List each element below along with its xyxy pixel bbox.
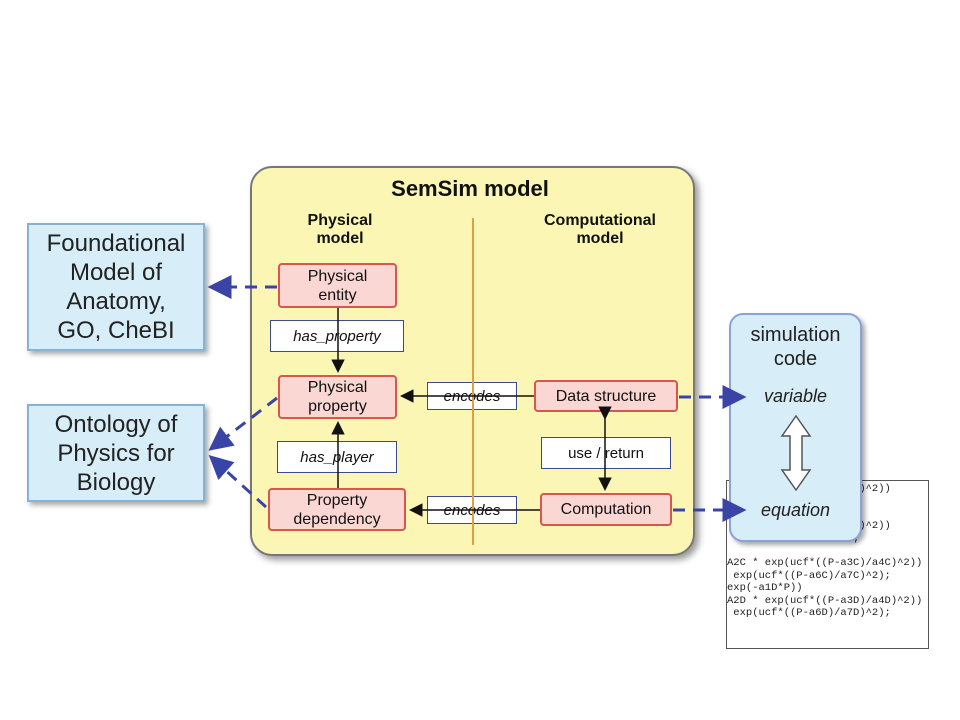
computational-model-heading: Computational model [544,212,656,247]
computation-box: Computation [540,493,672,526]
physical-entity-box: Physical entity [278,263,397,308]
has-property-label: has_property [270,320,404,352]
data-structure-box: Data structure [534,380,678,412]
code-line: exp(-a1D*P)) [727,582,803,595]
encodes-bottom-label: encodes [427,496,517,524]
code-line: A2D * exp(ucf*((P-a3D)/a4D)^2)) [727,594,923,607]
encodes-top-label: encodes [427,382,517,410]
code-line: A)^2)) [853,483,891,495]
property-dependency-box: Property dependency [268,488,406,531]
code-lines: A)^2)) ; B)^2)) ; A2C * exp(ucf*((P-a3C)… [727,483,928,619]
code-line: B)^2)) [853,520,891,533]
variable-label: variable [763,386,828,406]
code-line: A2C * exp(ucf*((P-a3C)/a4C)^2)) [727,557,923,570]
physical-property-box: Physical property [278,375,397,419]
code-line [727,545,928,557]
has-player-label: has_player [277,441,397,473]
opb-box: Ontology of Physics for Biology [27,404,205,502]
equation-label: equation [760,500,831,520]
code-line: exp(ucf*((P-a6D)/a7D)^2); [727,607,891,620]
physical-model-heading: Physical model [307,212,373,247]
simulation-code-title: simulation code [750,324,841,370]
use-return-label: use / return [541,437,671,469]
code-line: exp(ucf*((P-a6C)/a7C)^2); [727,569,891,582]
fma-box: Foundational Model of Anatomy, GO, CheBI [27,223,205,351]
semsim-title: SemSim model [391,176,549,201]
